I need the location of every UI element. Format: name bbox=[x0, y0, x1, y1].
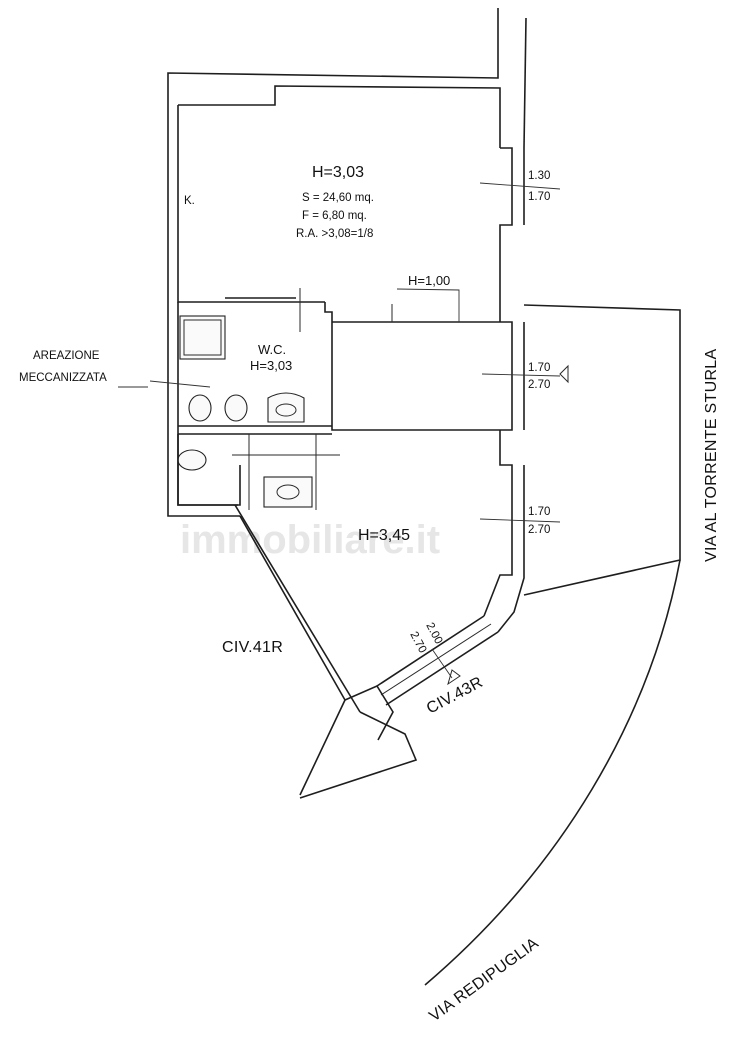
opening-1-width: 1.30 bbox=[528, 170, 550, 182]
street-via-redipuglia: VIA REDIPUGLIA bbox=[426, 935, 542, 1025]
dimension-lines bbox=[118, 182, 569, 686]
lower-room-height: H=3,45 bbox=[358, 527, 410, 544]
main-room-area: S = 24,60 mq. bbox=[302, 192, 374, 204]
main-room-window-area: F = 6,80 mq. bbox=[302, 210, 367, 222]
toilet-2 bbox=[177, 449, 207, 471]
civic-43r: CIV.43R bbox=[424, 674, 486, 718]
opening-4-width: 2.00 bbox=[423, 621, 444, 646]
street-via-al-torrente-sturla: VIA AL TORRENTE STURLA bbox=[703, 348, 720, 562]
building-walls bbox=[167, 8, 681, 986]
ventilation-label-1: AREAZIONE bbox=[33, 350, 100, 362]
opening-4-height: 2.70 bbox=[407, 630, 428, 655]
ventilation-label-2: MECCANIZZATA bbox=[19, 372, 107, 384]
opening-2-width: 1.70 bbox=[528, 362, 550, 374]
kitchen-label: K. bbox=[184, 195, 195, 207]
toilet bbox=[224, 394, 248, 422]
wc-sink bbox=[267, 392, 305, 423]
sink-2 bbox=[263, 476, 313, 508]
bathroom-fixtures bbox=[177, 315, 340, 510]
opening-3-width: 1.70 bbox=[528, 506, 550, 518]
main-room-ratio: R.A. >3,08=1/8 bbox=[296, 228, 373, 240]
wc-height: H=3,03 bbox=[250, 358, 292, 373]
wc-label: W.C. bbox=[258, 342, 286, 357]
door-height-label: H=1,00 bbox=[408, 273, 450, 288]
civic-41r: CIV.41R bbox=[222, 639, 283, 656]
watermark: immobiliare.it bbox=[180, 518, 440, 562]
opening-1-height: 1.70 bbox=[528, 191, 550, 203]
main-room-height: H=3,03 bbox=[312, 164, 364, 181]
opening-2-height: 2.70 bbox=[528, 379, 550, 391]
opening-3-height: 2.70 bbox=[528, 524, 550, 536]
bidet bbox=[188, 394, 212, 422]
shower-tray bbox=[179, 315, 226, 360]
